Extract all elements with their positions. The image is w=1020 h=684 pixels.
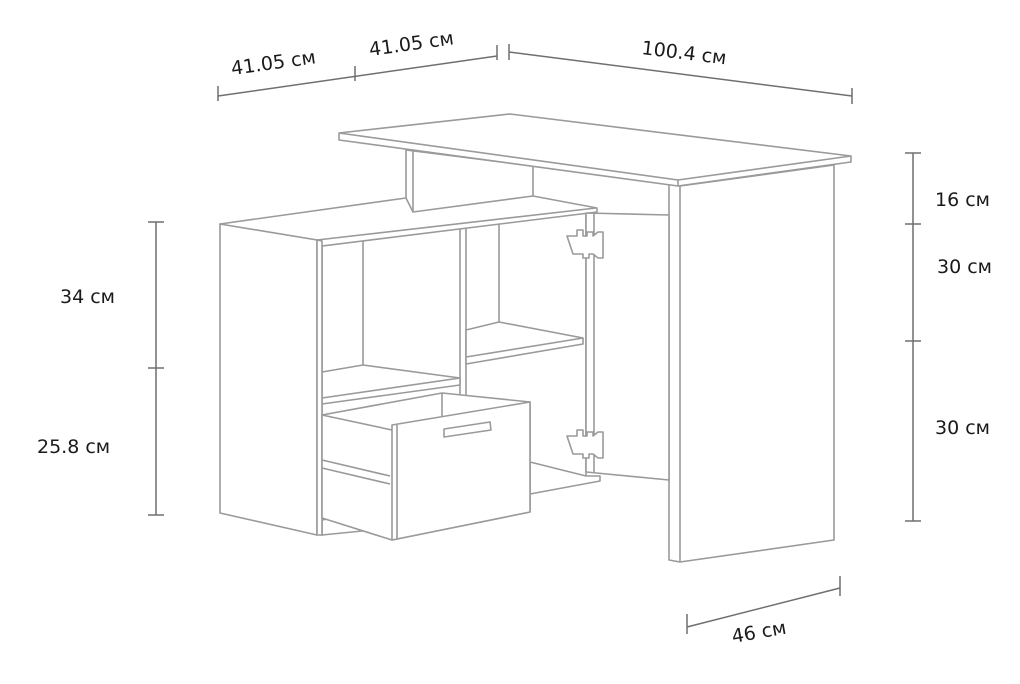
dim-label-left-lower: 25.8 см <box>37 436 110 458</box>
drawer-handle <box>443 421 492 438</box>
left-side-panel <box>219 223 323 536</box>
dim-label-top-right: 100.4 см <box>640 37 727 69</box>
dim-label-left-upper: 34 см <box>60 286 115 308</box>
dimension-lines <box>148 44 921 634</box>
dim-label-right-middle: 30 см <box>937 256 992 278</box>
dim-label-right-bottom: 30 см <box>935 417 990 439</box>
dim-label-depth: 46 см <box>730 617 788 648</box>
drawer <box>321 392 531 541</box>
hinge-icon <box>566 429 604 459</box>
desk-top <box>338 113 852 187</box>
hinge-icon <box>566 229 604 259</box>
dim-label-top-left-1: 41.05 см <box>230 46 317 80</box>
dim-label-right-top: 16 см <box>935 189 990 211</box>
dim-label-top-left-2: 41.05 см <box>368 27 455 61</box>
right-leg-panel <box>668 164 835 563</box>
cabinet-door <box>585 212 670 481</box>
